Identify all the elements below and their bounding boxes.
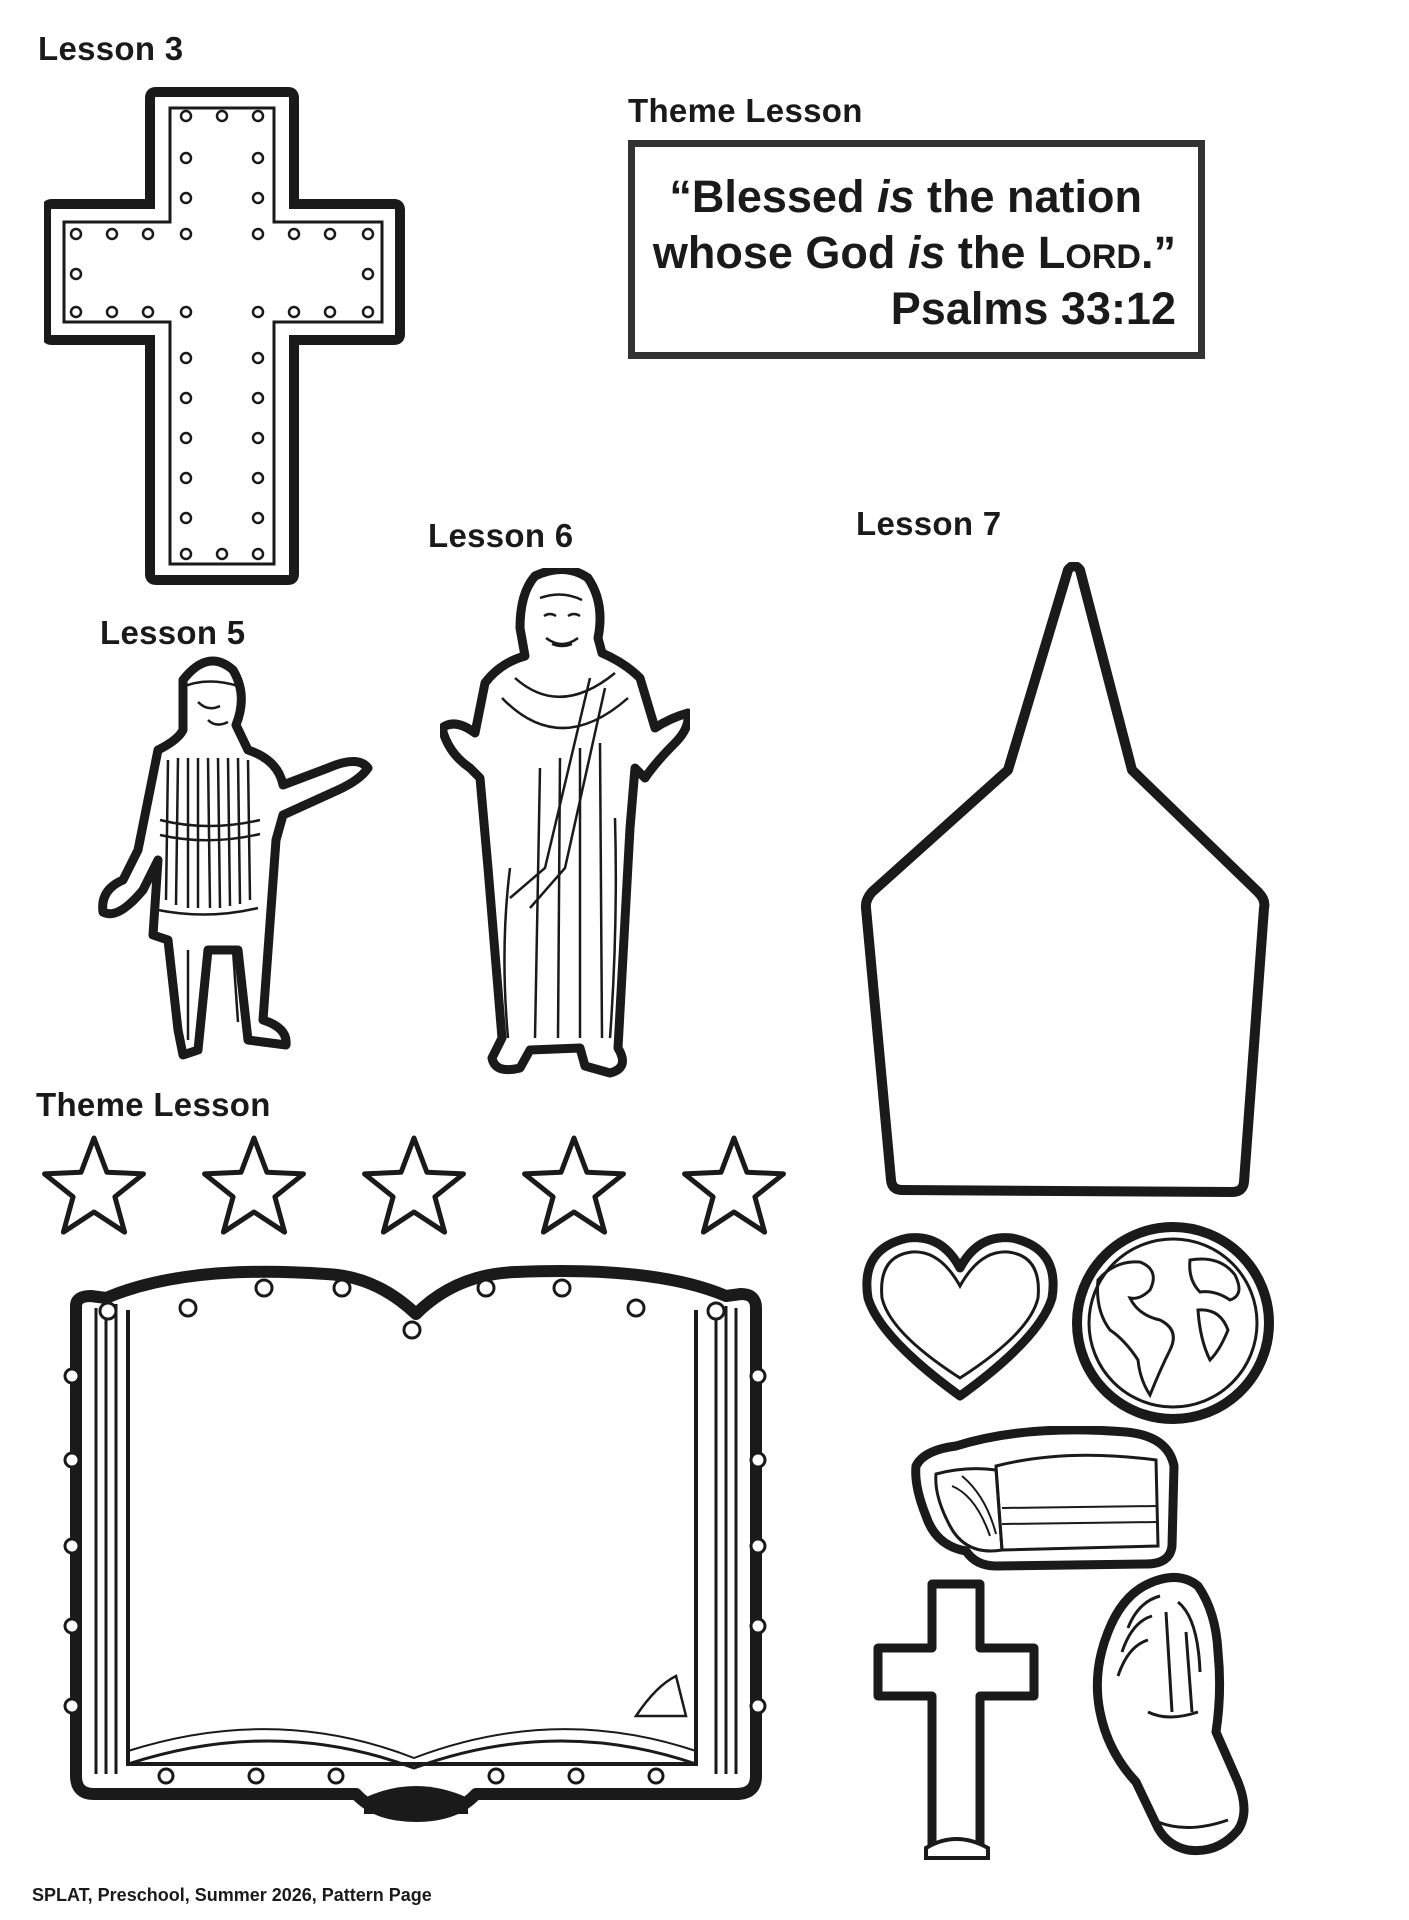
- verse-text: .”: [1140, 227, 1176, 278]
- punch-hole: [251, 227, 265, 241]
- punch-hole: [215, 109, 229, 123]
- punch-hole: [287, 227, 301, 241]
- verse-text: the nation: [927, 171, 1142, 222]
- lesson7-label: Lesson 7: [856, 505, 1002, 542]
- punch-hole: [251, 191, 265, 205]
- punch-hole: [179, 227, 193, 241]
- star-icon: [362, 1135, 466, 1235]
- punch-hole: [105, 305, 119, 319]
- punch-hole: [749, 1617, 767, 1635]
- stars-row: [42, 1135, 786, 1235]
- praying-hands-icon: [1092, 1573, 1249, 1856]
- star-icon: [522, 1135, 626, 1235]
- punch-hole: [251, 471, 265, 485]
- punch-hole: [749, 1367, 767, 1385]
- punch-hole: [98, 1301, 118, 1321]
- punch-hole: [251, 511, 265, 525]
- punch-hole: [69, 227, 83, 241]
- punch-hole: [63, 1451, 81, 1469]
- punch-hole: [361, 305, 375, 319]
- verse-text: “Blessed: [669, 171, 865, 222]
- theme-lesson-top-label: Theme Lesson: [628, 92, 863, 129]
- punch-hole: [179, 305, 193, 319]
- punch-hole: [141, 227, 155, 241]
- punch-hole: [247, 1767, 265, 1785]
- punch-hole: [647, 1767, 665, 1785]
- punch-hole: [749, 1451, 767, 1469]
- verse-reference: Psalms 33:12: [890, 283, 1176, 334]
- open-bible-icon: [63, 1265, 767, 1822]
- tent-shape-icon: [860, 562, 1270, 1197]
- punch-hole: [179, 351, 193, 365]
- punch-hole: [254, 1278, 274, 1298]
- heart-icon: [862, 1233, 1058, 1401]
- verse-line-1: “Blessed is the nation: [669, 171, 1142, 223]
- punch-hole: [141, 305, 155, 319]
- punch-hole: [567, 1767, 585, 1785]
- punch-hole: [332, 1278, 352, 1298]
- theme-lesson-bottom-label: Theme Lesson: [36, 1086, 271, 1123]
- punch-hole: [69, 305, 83, 319]
- punch-hole: [251, 431, 265, 445]
- small-cross-icon: [873, 1579, 1039, 1860]
- punch-hole: [105, 227, 119, 241]
- punch-hole: [749, 1537, 767, 1555]
- star-icon: [202, 1135, 306, 1235]
- verse-italic: is: [876, 171, 915, 222]
- verse-italic: is: [907, 227, 946, 278]
- jesus-figure-icon: [440, 568, 690, 1078]
- page-footer: SPLAT, Preschool, Summer 2026, Pattern P…: [32, 1885, 432, 1905]
- punch-hole: [251, 391, 265, 405]
- punch-hole: [179, 471, 193, 485]
- punch-hole: [323, 227, 337, 241]
- punch-hole: [63, 1617, 81, 1635]
- verse-text: whose God: [652, 227, 896, 278]
- punch-hole: [487, 1767, 505, 1785]
- punch-hole: [706, 1301, 726, 1321]
- memory-verse-box: “Blessed is the nation whose God is the …: [628, 140, 1205, 359]
- verse-small-caps: ORD: [1065, 238, 1141, 276]
- punch-hole: [251, 547, 265, 561]
- star-icon: [42, 1135, 146, 1235]
- punch-hole: [157, 1767, 175, 1785]
- punch-hole: [323, 305, 337, 319]
- punch-hole: [178, 1298, 198, 1318]
- punch-hole: [552, 1278, 572, 1298]
- man-figure-icon: [98, 656, 373, 1060]
- bread-loaf-icon: [911, 1426, 1179, 1571]
- punch-hole: [361, 267, 375, 281]
- lesson5-label: Lesson 5: [100, 614, 246, 651]
- punch-hole: [179, 547, 193, 561]
- punch-hole: [327, 1767, 345, 1785]
- punch-hole: [63, 1697, 81, 1715]
- verse-text: the L: [957, 227, 1066, 278]
- punch-hole: [251, 151, 265, 165]
- punch-hole: [626, 1298, 646, 1318]
- punch-hole: [215, 547, 229, 561]
- punch-hole: [402, 1320, 422, 1340]
- lesson3-label: Lesson 3: [38, 30, 184, 67]
- lesson6-label: Lesson 6: [428, 517, 574, 554]
- punch-hole: [179, 109, 193, 123]
- punch-hole: [179, 151, 193, 165]
- verse-line-2: whose God is the LORD.”: [653, 227, 1176, 279]
- punch-hole: [179, 191, 193, 205]
- cross-icon: [44, 87, 405, 585]
- punch-hole: [749, 1697, 767, 1715]
- punch-hole: [361, 227, 375, 241]
- punch-hole: [476, 1278, 496, 1298]
- punch-hole: [287, 305, 301, 319]
- punch-hole: [179, 391, 193, 405]
- globe-icon: [1072, 1222, 1274, 1424]
- punch-hole: [179, 511, 193, 525]
- punch-hole: [179, 431, 193, 445]
- punch-hole: [63, 1367, 81, 1385]
- punch-hole: [251, 109, 265, 123]
- punch-hole: [69, 267, 83, 281]
- star-icon: [682, 1135, 786, 1235]
- punch-hole: [63, 1537, 81, 1555]
- punch-hole: [251, 305, 265, 319]
- punch-hole: [251, 351, 265, 365]
